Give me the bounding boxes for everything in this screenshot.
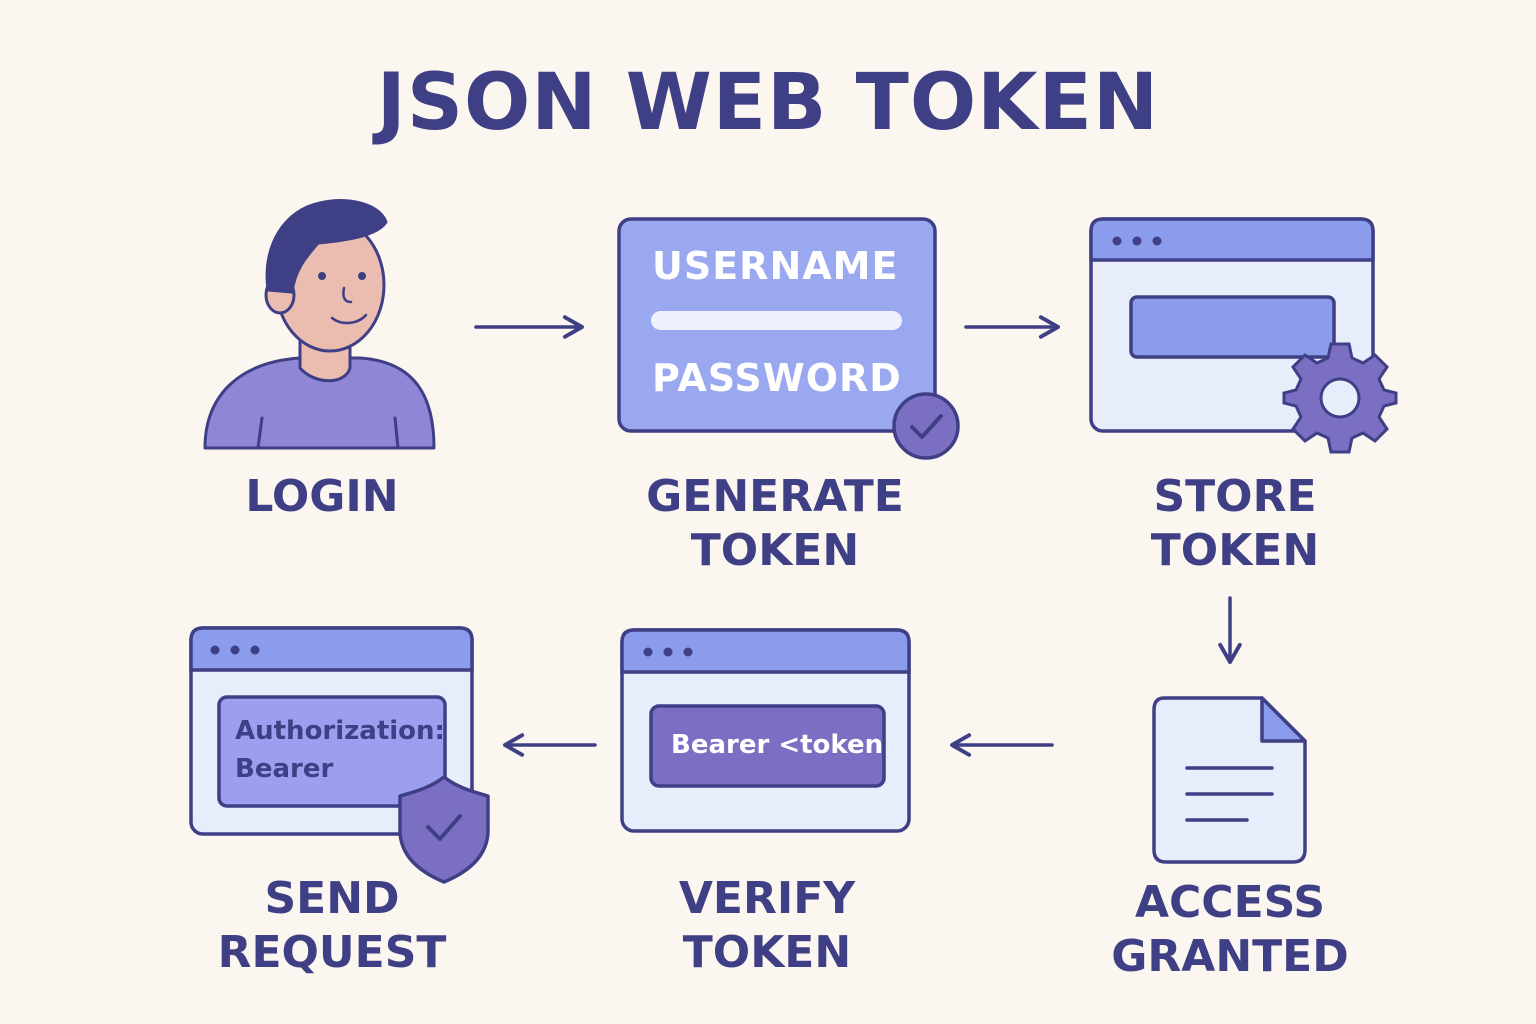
username-label: USERNAME — [652, 244, 899, 288]
step-label-access-granted: ACCESS GRANTED — [1090, 876, 1370, 984]
credentials-card-icon — [617, 217, 960, 460]
step-label-verify-token: VERIFY TOKEN — [640, 872, 894, 980]
store-label-line2: TOKEN — [1150, 525, 1320, 576]
page-title: JSON WEB TOKEN — [376, 58, 1160, 148]
browser-token-icon — [620, 628, 911, 833]
access-label-line2: GRANTED — [1111, 931, 1349, 982]
step-label-send-request: SEND REQUEST — [200, 872, 464, 980]
send-label-line2: REQUEST — [217, 927, 447, 978]
generate-label-line1: GENERATE — [646, 471, 904, 522]
send-label-line1: SEND — [264, 873, 400, 924]
authorization-header-line1: Authorization: — [235, 716, 445, 746]
shield-icon — [398, 775, 490, 884]
authorization-header-line2: Bearer — [235, 754, 334, 784]
browser-gear-icon — [1089, 217, 1398, 454]
gear-icon — [1282, 342, 1398, 454]
store-label-line1: STORE — [1153, 471, 1317, 522]
document-icon — [1152, 696, 1307, 864]
bearer-token-text: Bearer <token — [671, 730, 884, 760]
step-label-generate-token: GENERATE TOKEN — [620, 470, 930, 578]
person-icon — [203, 199, 436, 450]
verify-label-line2: TOKEN — [682, 927, 852, 978]
password-label: PASSWORD — [652, 356, 902, 400]
generate-label-line2: TOKEN — [690, 525, 860, 576]
step-label-login: LOGIN — [200, 470, 444, 524]
browser-shield-icon — [189, 626, 490, 884]
verify-label-line1: VERIFY — [678, 873, 856, 924]
access-label-line1: ACCESS — [1134, 877, 1326, 928]
login-label: LOGIN — [245, 471, 399, 522]
step-label-store-token: STORE TOKEN — [1100, 470, 1370, 578]
